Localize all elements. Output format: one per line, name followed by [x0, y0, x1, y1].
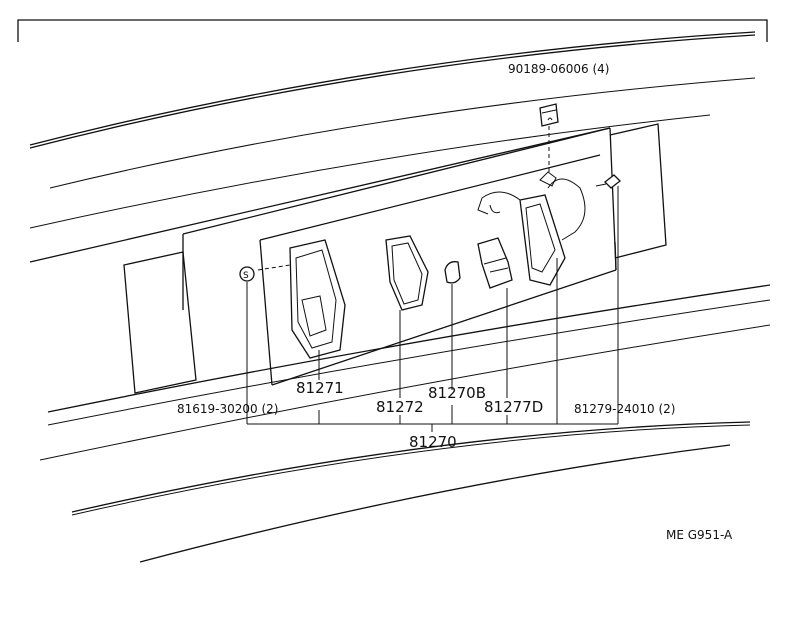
- trunk-lid-outline: [29, 31, 771, 563]
- license-panel: [123, 123, 667, 394]
- housing-wire-drawing: [477, 171, 586, 286]
- label-socket: 81277D: [484, 398, 544, 416]
- screw-symbol: S: [243, 271, 249, 281]
- gasket-81272-drawing: [385, 235, 429, 311]
- diagram-frame: [17, 19, 768, 42]
- label-assembly: 81270: [409, 433, 457, 451]
- label-screw-right: 81279-24010 (2): [574, 402, 676, 416]
- label-bulb: 81270B: [428, 384, 487, 402]
- screw-81619-drawing: [239, 264, 291, 282]
- diagram-code: ME G951-A: [666, 528, 733, 542]
- label-bolt-top: 90189-06006 (4): [508, 62, 610, 76]
- screw-81279-drawing: [595, 174, 621, 420]
- label-lens: 81271: [296, 379, 344, 397]
- label-gasket: 81272: [376, 398, 424, 416]
- bolt-90189-drawing: [539, 103, 559, 175]
- lens-81271-drawing: [289, 239, 346, 359]
- leader-lines: [246, 258, 619, 432]
- label-screw-left: 81619-30200 (2): [177, 402, 279, 416]
- bulb-81270B-drawing: [444, 261, 461, 390]
- socket-81277D-drawing: [477, 237, 513, 289]
